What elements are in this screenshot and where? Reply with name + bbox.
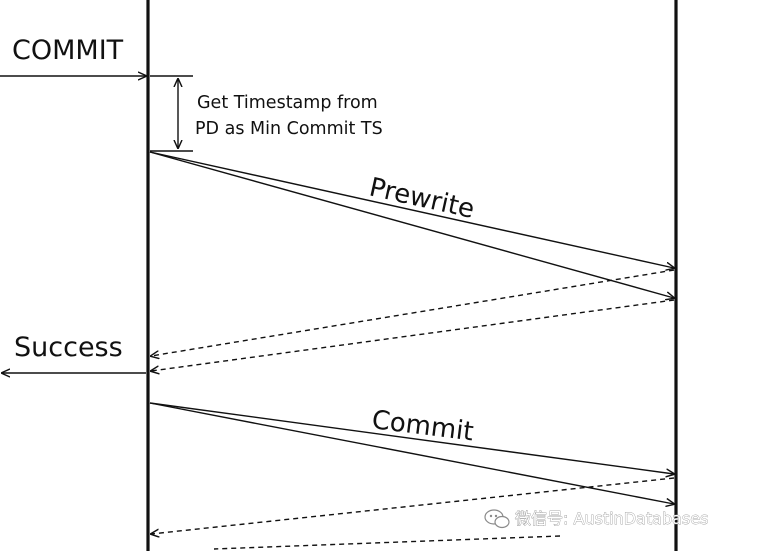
prewrite-request-arrow-1 [149,151,674,268]
wechat-icon [484,509,510,529]
prewrite-request-arrow-2 [149,151,674,298]
timestamp-label-line1: Get Timestamp from [197,93,378,113]
prewrite-response-arrow-2 [151,299,675,371]
commit-phase-request-arrow-2 [149,402,674,504]
watermark-text: 微信号: AustinDatabases [515,509,708,528]
commit-phase-label: Commit [370,405,475,447]
commit-phase-response-arrow-2 [213,535,561,550]
commit-phase-response-arrow-1 [151,477,675,534]
prewrite-response-arrow-1 [151,269,675,356]
timestamp-label-line2: PD as Min Commit TS [195,119,383,139]
commit-phase-request-arrow-1 [149,402,674,474]
success-label: Success [14,332,123,363]
commit-request-label: COMMIT [12,35,124,66]
